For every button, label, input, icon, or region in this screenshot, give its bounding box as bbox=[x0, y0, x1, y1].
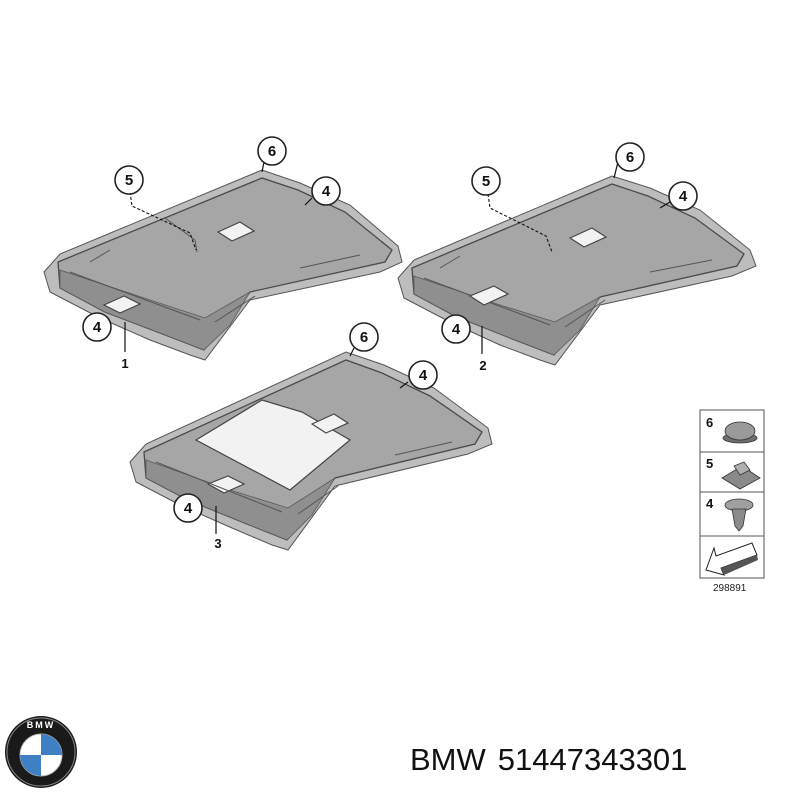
headliner-part-2 bbox=[397, 175, 757, 366]
svg-text:4: 4 bbox=[452, 321, 461, 338]
callout-1-left: 5 bbox=[114, 165, 144, 195]
headliner-part-1 bbox=[43, 169, 403, 361]
leader-3-6 bbox=[349, 347, 355, 357]
part-number-label-2: 2 bbox=[479, 358, 486, 373]
push-rivet-icon bbox=[724, 498, 754, 532]
leader-2-5 bbox=[487, 193, 553, 253]
round-cap-clip-icon bbox=[722, 421, 758, 444]
svg-text:4: 4 bbox=[679, 188, 688, 205]
callout-3-right: 4 bbox=[408, 360, 438, 390]
fastener-legend: 6 5 4 298891 bbox=[699, 409, 765, 594]
svg-text:6: 6 bbox=[360, 329, 368, 346]
legend-number-6: 6 bbox=[706, 415, 713, 430]
legend-number-4: 4 bbox=[706, 496, 714, 511]
callout-1-bottom: 4 bbox=[82, 312, 112, 342]
legend-number-5: 5 bbox=[706, 456, 713, 471]
callout-2-left: 5 bbox=[471, 166, 501, 196]
diagram-reference-number: 298891 bbox=[713, 583, 747, 594]
svg-text:6: 6 bbox=[626, 149, 634, 166]
callout-1-right: 4 bbox=[311, 176, 341, 206]
svg-text:5: 5 bbox=[125, 172, 133, 189]
leader-1-6 bbox=[261, 161, 265, 173]
part-number: 51447343301 bbox=[497, 742, 688, 777]
part-number-label-1: 1 bbox=[121, 356, 128, 371]
svg-text:4: 4 bbox=[322, 183, 331, 200]
leader-2-6 bbox=[613, 161, 619, 179]
leader-2-4-right bbox=[659, 201, 671, 209]
front-direction-arrow-icon bbox=[705, 542, 758, 576]
legend-cell-4 bbox=[699, 491, 765, 537]
brand-name: BMW bbox=[410, 742, 486, 777]
bmw-logo: BMW bbox=[5, 716, 77, 788]
callout-3-bottom: 4 bbox=[173, 493, 203, 523]
square-clip-icon bbox=[721, 461, 761, 490]
callout-2-top: 6 bbox=[615, 142, 645, 172]
callout-2-bottom: 4 bbox=[441, 314, 471, 344]
part-caption: BMW 51447343301 bbox=[410, 742, 699, 778]
callout-3-top: 6 bbox=[349, 322, 379, 352]
leader-1-4-right bbox=[304, 197, 313, 206]
svg-text:BMW: BMW bbox=[27, 720, 56, 730]
svg-text:4: 4 bbox=[184, 500, 193, 517]
svg-text:4: 4 bbox=[419, 367, 428, 384]
leader-1-5 bbox=[129, 191, 197, 251]
callout-2-right: 4 bbox=[668, 181, 698, 211]
callout-1-top: 6 bbox=[257, 136, 287, 166]
part-number-label-3: 3 bbox=[214, 536, 221, 551]
svg-text:5: 5 bbox=[482, 173, 490, 190]
headliner-part-3 bbox=[129, 351, 493, 551]
leader-3-4-right bbox=[399, 381, 409, 389]
svg-text:4: 4 bbox=[93, 319, 102, 336]
svg-text:6: 6 bbox=[268, 143, 276, 160]
